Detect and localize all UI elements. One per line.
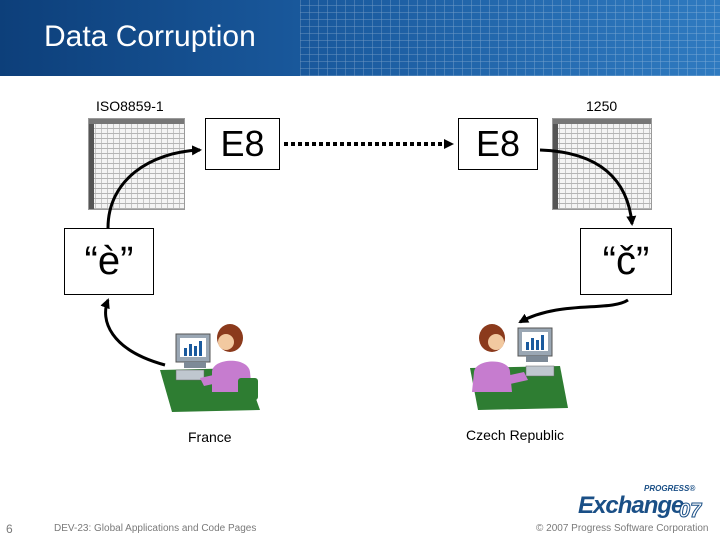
title-banner: Data Corruption [0,0,720,76]
right-byte-box: E8 [458,118,538,170]
right-location-label: Czech Republic [466,427,565,443]
curve-arrow-left-up [106,145,202,229]
left-byte-box: E8 [205,118,280,170]
curve-arrow-right-down [539,148,637,226]
left-character-box: “è” [64,228,154,295]
curve-arrow-left-down [100,298,166,367]
right-code-table-image [552,118,652,210]
logo-version: 07 [678,500,702,523]
page-number: 6 [6,522,13,536]
footer-left-text: DEV-23: Global Applications and Code Pag… [54,523,257,534]
logo-superscript: PROGRESS® [644,484,696,493]
slide-title: Data Corruption [44,20,256,53]
progress-exchange-logo: PROGRESS® Exchange 07 [578,484,718,524]
left-codepage-label: ISO8859-1 [96,98,164,114]
curve-arrow-right-to-person [518,298,629,324]
right-codepage-label: 1250 [586,98,618,114]
person-at-computer-icon-czech [470,324,568,410]
right-character-box: “č” [580,228,672,295]
person-at-computer-icon-france [160,324,260,412]
left-code-table-image [88,118,185,210]
left-location-label: France [188,429,232,445]
logo-wordmark: Exchange [578,492,684,519]
banner-pattern [300,0,720,76]
footer-right-text: © 2007 Progress Software Corporation [536,523,709,534]
